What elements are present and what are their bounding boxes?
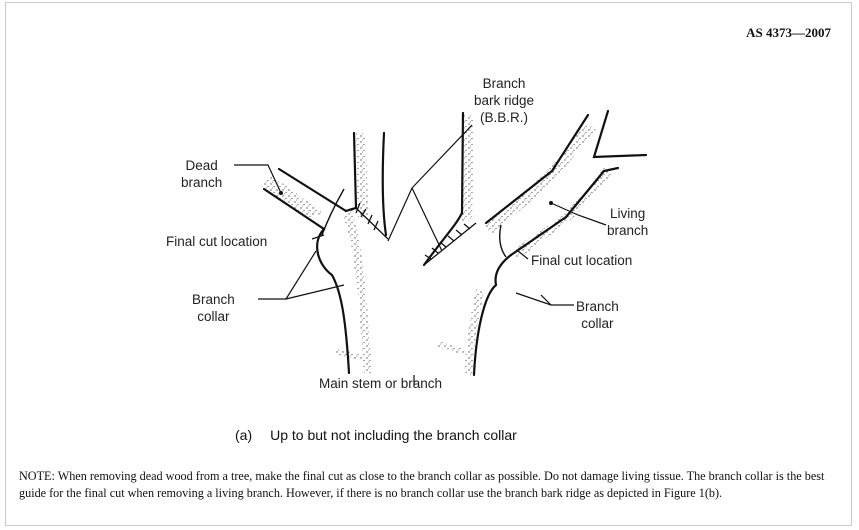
label-final-cut-left: Final cut location (166, 233, 267, 250)
tree-outline (264, 111, 646, 375)
figure-caption: (a) Up to but not including the branch co… (235, 427, 517, 443)
leader-dot (279, 191, 283, 195)
label-branch-collar-left: Branch collar (192, 291, 235, 325)
caption-tag: (a) (235, 427, 252, 443)
label-branch-collar-right: Branch collar (576, 298, 619, 332)
label-main-stem: Main stem or branch (319, 375, 442, 392)
note-paragraph: NOTE: When removing dead wood from a tre… (19, 468, 839, 502)
document-page: AS 4373—2007 (5, 2, 852, 526)
leader-dot (549, 201, 553, 205)
label-branch-bark-ridge: Branch bark ridge (B.B.R.) (474, 75, 534, 126)
label-final-cut-right: Final cut location (531, 252, 632, 269)
label-living-branch: Living branch (607, 205, 648, 239)
caption-text: Up to but not including the branch colla… (270, 427, 517, 443)
tree-pruning-figure (6, 3, 853, 423)
label-dead-branch: Dead branch (181, 157, 222, 191)
bark-shading (261, 115, 612, 375)
bark-ridge-ticks (356, 203, 476, 265)
